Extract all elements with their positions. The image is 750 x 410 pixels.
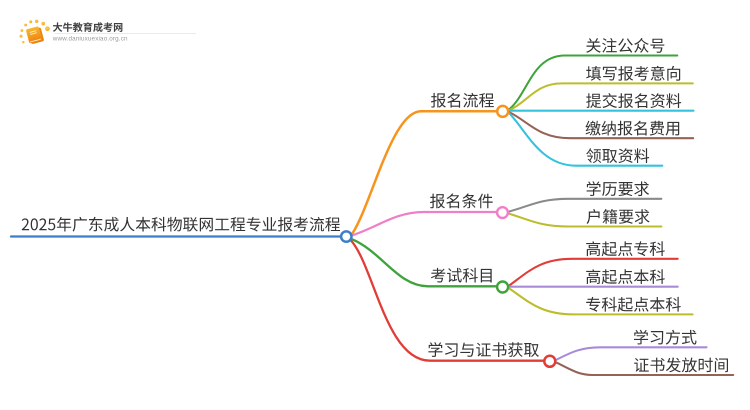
- svg-text:www.daniuxuexiao.org.cn: www.daniuxuexiao.org.cn: [52, 36, 128, 43]
